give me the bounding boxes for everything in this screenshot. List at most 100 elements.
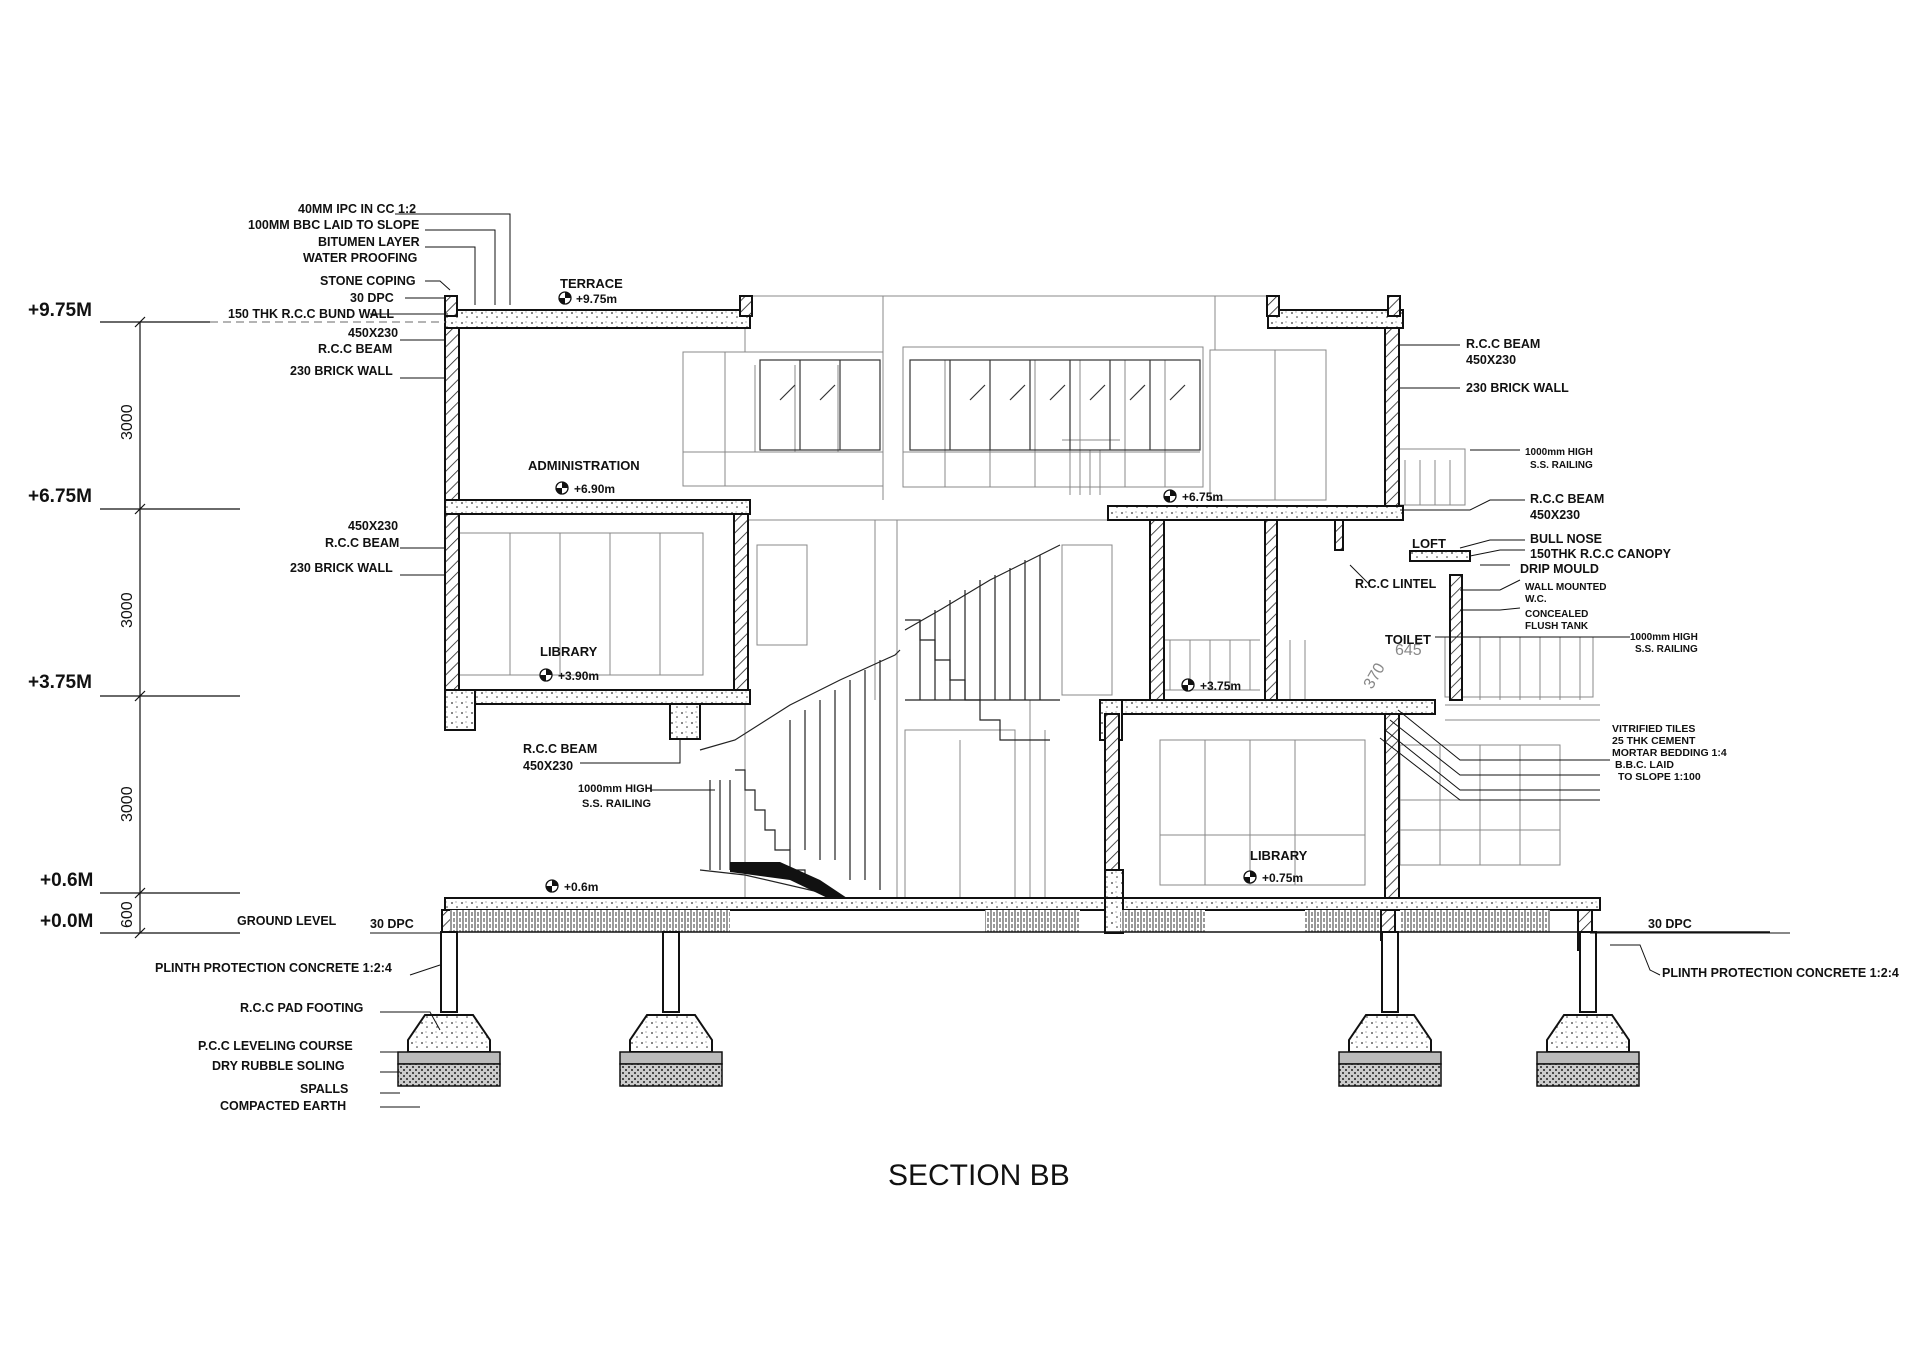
note-r-mortar2: MORTAR BEDDING 1:4 [1612,747,1727,759]
spot-administration: +6.90m [555,481,615,496]
footing-1 [397,931,501,1087]
note-beam3: R.C.C BEAM [523,742,597,756]
dim-3000-mid: 3000 [119,592,136,628]
staircase [699,544,1061,899]
note-r-railing1b: S.S. RAILING [1530,460,1593,471]
note-r-beam1-size: 450X230 [1466,353,1516,367]
spot-library-upper-label: +3.90m [558,669,599,683]
note-r-dpc: 30 DPC [1648,917,1692,931]
note-r-bbc1: B.B.C. LAID [1615,759,1674,771]
ground-fill [440,910,1770,933]
note-brick1: 230 BRICK WALL [290,364,393,378]
note-r-tank2: FLUSH TANK [1525,621,1589,632]
footing-3 [1338,931,1442,1087]
spot-levels: +9.75m +6.90m +3.90m +0.6m +6.75m +3.75m [539,291,1303,894]
room-terrace: TERRACE [560,276,623,291]
room-library-upper: LIBRARY [540,644,598,659]
right-annotations: R.C.C BEAM 450X230 230 BRICK WALL 1000mm… [1355,337,1899,980]
footing-4 [1536,931,1640,1087]
spot-library-upper: +3.90m [539,668,599,683]
dim-3000-top: 3000 [119,404,136,440]
wc-dim-645: 645 [1395,642,1422,659]
note-coping: STONE COPING [320,274,416,288]
note-r-plinth: PLINTH PROTECTION CONCRETE 1:2:4 [1662,966,1899,980]
note-r-railing1a: 1000mm HIGH [1525,447,1593,458]
note-r-bullnose: BULL NOSE [1530,532,1602,546]
note-r-beam2-size: 450X230 [1530,508,1580,522]
spot-terrace-label: +9.75m [576,292,617,306]
note-railing2: S.S. RAILING [582,798,651,810]
spot-ground-label: +0.6m [564,880,598,894]
beams [444,689,1124,934]
slabs [444,309,1601,911]
note-r-beam1: R.C.C BEAM [1466,337,1540,351]
note-beam2: R.C.C BEAM [325,536,399,550]
note-r-wc1: WALL MOUNTED [1525,582,1606,593]
note-r-mortar1: 25 THK CEMENT [1612,735,1696,747]
note-r-railing2b: S.S. RAILING [1635,644,1698,655]
room-loft: LOFT [1412,536,1446,551]
left-leaders [370,213,715,1108]
right-leaders [1349,344,1790,976]
dim-3000-bottom: 3000 [119,786,136,822]
spot-right-upper-label: +6.75m [1182,490,1223,504]
room-library-lower: LIBRARY [1250,848,1308,863]
wc-dim-370: 370 [1361,660,1389,692]
spot-ground: +0.6m [545,879,598,894]
note-bitumen: BITUMEN LAYER [318,235,420,249]
room-labels: TERRACE ADMINISTRATION LIBRARY TOILET LI… [528,276,1446,863]
level-00: +0.0M [40,911,93,932]
note-plinth: PLINTH PROTECTION CONCRETE 1:2:4 [155,961,392,975]
brick-walls [441,295,1593,951]
note-r-canopy: 150THK R.C.C CANOPY [1530,547,1672,561]
note-spalls: SPALLS [300,1082,348,1096]
note-dpc-top: 30 DPC [350,291,394,305]
note-beam3-size: 450X230 [523,759,573,773]
note-bund: 150 THK R.C.C BUND WALL [228,307,394,321]
note-r-bbc2: TO SLOPE 1:100 [1618,771,1701,783]
note-beam1-size: 450X230 [348,326,398,340]
footing-2 [619,931,723,1087]
footings [397,931,1640,1087]
note-pad: R.C.C PAD FOOTING [240,1001,363,1015]
note-ground-level: GROUND LEVEL [237,914,337,928]
note-r-tiles: VITRIFIED TILES [1612,723,1695,735]
note-beam1: R.C.C BEAM [318,342,392,356]
room-administration: ADMINISTRATION [528,458,640,473]
spot-administration-label: +6.90m [574,482,615,496]
note-r-beam2: R.C.C BEAM [1530,492,1604,506]
spot-library-lower: +0.75m [1243,870,1303,885]
note-ipc: 40MM IPC IN CC 1:2 [298,202,416,216]
upper-windows [759,359,1201,451]
note-waterproofing: WATER PROOFING [303,251,417,265]
spot-terrace: +9.75m [558,291,617,306]
level-375: +3.75M [28,672,92,693]
note-dpc-ground: 30 DPC [370,917,414,931]
note-beam2-size: 450X230 [348,519,398,533]
level-lines [100,316,445,939]
note-r-tank1: CONCEALED [1525,609,1588,620]
note-brick2: 230 BRICK WALL [290,561,393,575]
drawing-title: SECTION BB [888,1159,1070,1192]
dim-600: 600 [119,901,136,928]
level-975: +9.75M [28,300,92,321]
spot-right-mid-label: +3.75m [1200,679,1241,693]
note-rubble: DRY RUBBLE SOLING [212,1059,345,1073]
left-annotations: 40MM IPC IN CC 1:2 100MM BBC LAID TO SLO… [155,202,653,1113]
note-r-lintel: R.C.C LINTEL [1355,577,1437,591]
stair-landing [730,862,850,904]
note-r-drip: DRIP MOULD [1520,562,1599,576]
level-06: +0.6M [40,870,93,891]
note-bbc: 100MM BBC LAID TO SLOPE [248,218,419,232]
level-675: +6.75M [28,486,92,507]
note-earth: COMPACTED EARTH [220,1099,346,1113]
note-r-railing2a: 1000mm HIGH [1630,632,1698,643]
room-toilet: TOILET [1385,632,1431,647]
spot-right-mid: +3.75m [1181,678,1241,693]
note-railing: 1000mm HIGH [578,783,653,795]
spot-library-lower-label: +0.75m [1262,871,1303,885]
spot-right-upper: +6.75m [1163,489,1223,504]
note-pcc: P.C.C LEVELING COURSE [198,1039,353,1053]
